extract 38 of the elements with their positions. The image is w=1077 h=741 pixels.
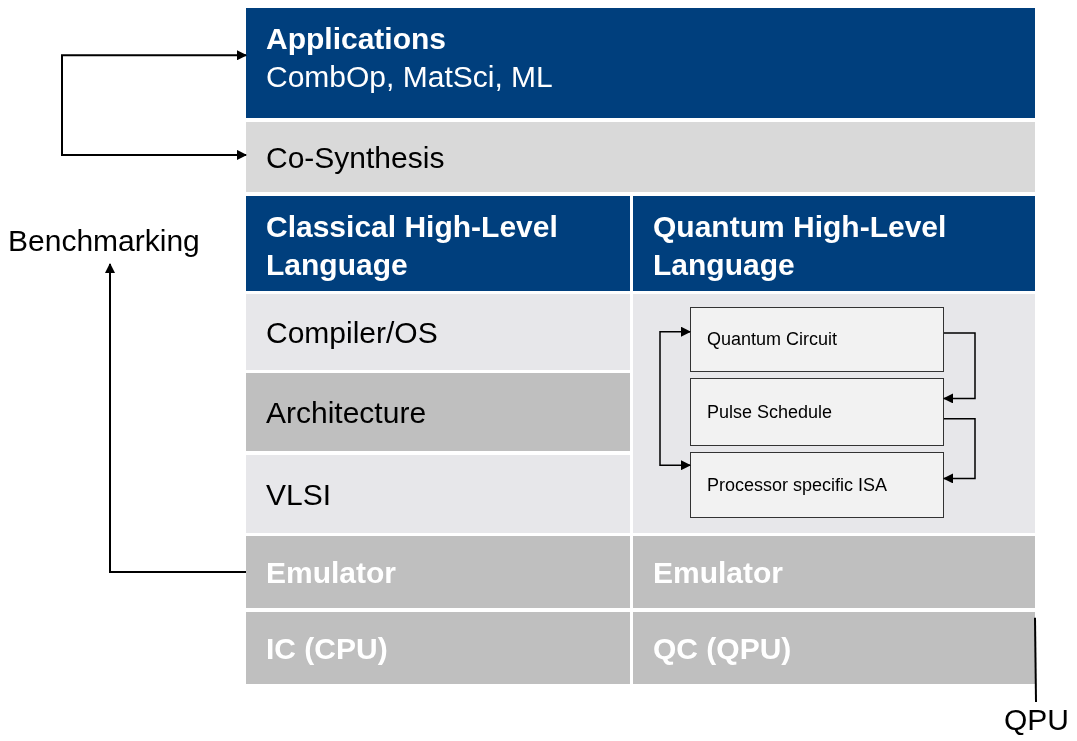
- layer-title: Architecture: [266, 394, 428, 431]
- hardware-box: [633, 536, 1035, 608]
- layer-title: VLSI: [266, 476, 333, 513]
- layer-title: Emulator: [266, 554, 398, 591]
- arrow: [659, 326, 691, 471]
- layer-title: Pulse Schedule: [707, 400, 834, 424]
- arrow: [943, 332, 976, 404]
- layer-subtitle: CombOp, MatSci, ML: [266, 59, 554, 95]
- layer-box: [246, 294, 630, 370]
- layer-title: Quantum High-Level Language: [653, 209, 948, 283]
- annotation-text: QPU: [1004, 701, 1068, 738]
- annotation-text: Benchmarking: [8, 222, 201, 259]
- header-box: [246, 196, 630, 291]
- panel-box: [633, 294, 1035, 533]
- layer-box: [246, 122, 1035, 192]
- hardware-box: [246, 536, 630, 608]
- hardware-box: [633, 612, 1035, 684]
- arrow: [105, 263, 247, 573]
- layer-title: Processor specific ISA: [707, 473, 889, 497]
- stage-box: [690, 307, 944, 372]
- layer-title: Emulator: [653, 554, 785, 591]
- stage-box: [690, 378, 944, 446]
- layer-title: QC (QPU): [653, 630, 793, 667]
- header-box: [246, 8, 1035, 118]
- layer-title: Classical High-Level Language: [266, 209, 559, 283]
- layer-title: Co-Synthesis: [266, 139, 446, 176]
- layer-box: [246, 455, 630, 533]
- layer-title: Compiler/OS: [266, 314, 439, 351]
- layer-title: IC (CPU): [266, 630, 389, 667]
- stage-box: [690, 452, 944, 518]
- hardware-box: [246, 612, 630, 684]
- arrow: [61, 50, 247, 160]
- header-box: [633, 196, 1035, 291]
- layer-box: [246, 373, 630, 451]
- layer-title: Quantum Circuit: [707, 328, 839, 351]
- leader-line: [1034, 616, 1037, 703]
- arrow: [943, 418, 976, 484]
- layer-title: Applications: [266, 21, 447, 57]
